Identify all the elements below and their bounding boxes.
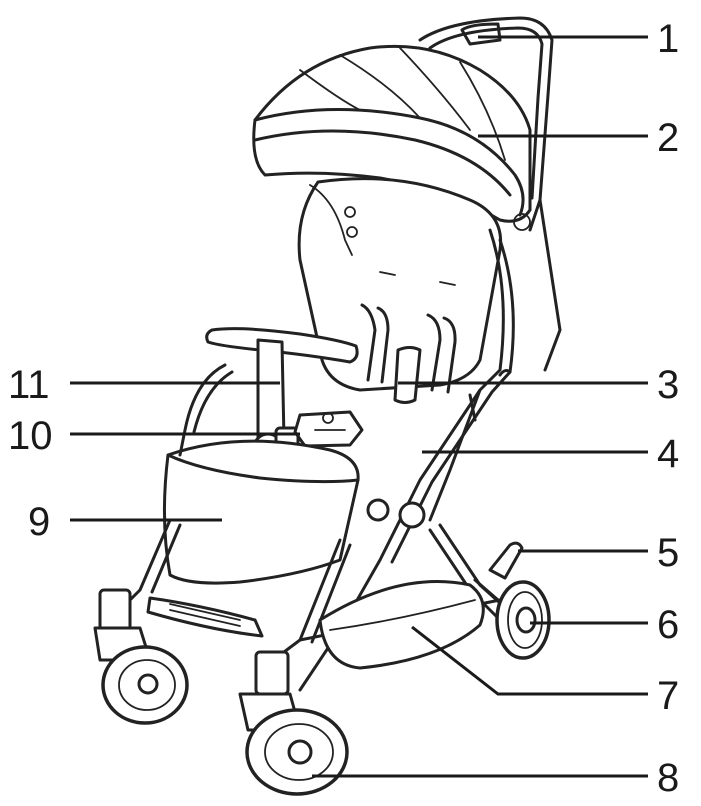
callout-3: 3 — [657, 363, 679, 407]
callout-1: 1 — [657, 17, 679, 61]
storage-basket — [318, 580, 485, 670]
front-left-wheel — [93, 588, 189, 725]
canopy — [252, 44, 532, 231]
callout-10: 10 — [8, 414, 53, 458]
callout-9: 9 — [28, 500, 50, 544]
rear-wheel — [495, 580, 551, 660]
callout-2: 2 — [657, 116, 679, 160]
side-frame — [298, 228, 515, 692]
callout-7: 7 — [657, 674, 679, 718]
seat-back — [297, 177, 503, 404]
callout-11: 11 — [8, 363, 50, 407]
front-right-wheel — [238, 650, 349, 796]
callout-5: 5 — [657, 531, 679, 575]
callout-6: 6 — [657, 603, 679, 647]
harness-buckle — [293, 410, 364, 448]
leader-7 — [411, 625, 648, 696]
callout-4: 4 — [657, 432, 679, 476]
callout-8: 8 — [657, 756, 679, 800]
callout-numbers: 1 2 3 4 5 6 7 8 9 10 11 — [8, 17, 679, 800]
leader-lines — [70, 35, 648, 778]
seat-cushion — [162, 363, 360, 585]
brake-pedal — [473, 541, 524, 602]
